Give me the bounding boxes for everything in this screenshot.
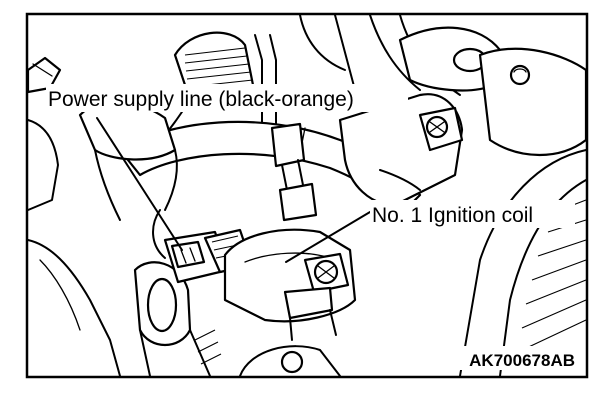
ignition-coil-no1 xyxy=(223,228,357,341)
upper-coil xyxy=(338,93,464,207)
center-pipe-clamp xyxy=(278,182,318,222)
leader-ignition-coil xyxy=(285,211,371,263)
ignition-coil-label-bg xyxy=(370,200,575,228)
power-supply-label-bg xyxy=(46,84,408,112)
power-supply-label: Power supply line (black-orange) xyxy=(48,88,354,111)
ignition-coil-label: No. 1 Ignition coil xyxy=(372,204,533,227)
figure-code: AK700678AB xyxy=(469,351,575,370)
figure-code-bg xyxy=(440,346,580,370)
leader-power-supply xyxy=(96,117,183,251)
